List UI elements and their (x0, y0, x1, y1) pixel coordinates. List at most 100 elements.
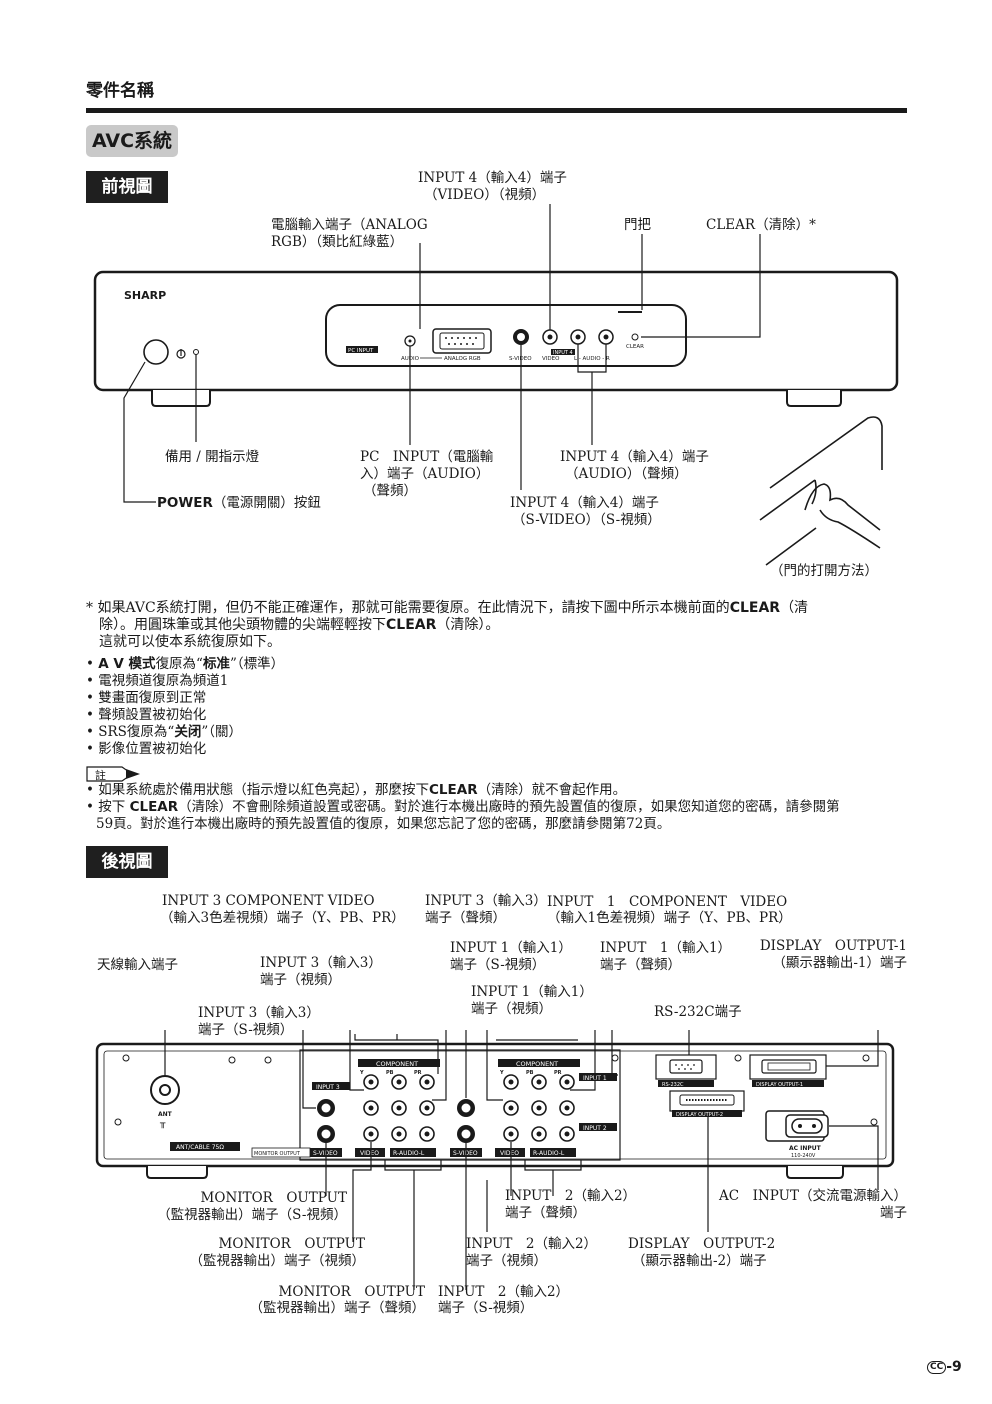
svg-text:AC INPUT: AC INPUT (789, 1145, 822, 1152)
page-number: CC-9 (927, 1359, 962, 1375)
label-pc-audio-line3: （聲頻） (363, 483, 417, 499)
page-header-title: 零件名稱 (86, 81, 154, 101)
svg-text:ANT/CABLE 75Ω: ANT/CABLE 75Ω (176, 1144, 224, 1151)
reset-bullet-list: • A V 模式復原為“标准”（標準） • 電視頻道復原為頻道1 • 雙畫面復原… (86, 656, 786, 758)
label-input4-video-line2: （VIDEO）（視頻） (424, 187, 546, 203)
label-input4-audio-line1: INPUT 4（輸入4）端子 (560, 449, 709, 465)
svg-text:PR: PR (554, 1070, 562, 1076)
label-in1-svideo-line1: INPUT 1（輸入1） (450, 940, 572, 956)
svg-text:RS-232C: RS-232C (662, 1082, 684, 1088)
svg-text:PR: PR (414, 1070, 422, 1076)
list-item: 59頁。對於進行本機出廠時的預先設置值的復原，如果您忘記了您的密碼，那麼請參閱第… (96, 816, 671, 832)
list-item: • 影像位置被初始化 (86, 741, 207, 757)
note-badge-icon: 註 (86, 766, 140, 782)
reset-note-line3: 這就可以使本系統復原如下。 (99, 634, 281, 650)
svg-text:R-AUDIO-L: R-AUDIO-L (393, 1150, 425, 1157)
label-in3-video-line2: 端子（視頻） (260, 972, 341, 988)
label-in1-component-line2: （輸入1色差視頻）端子（Y、PB、PR） (547, 910, 792, 926)
label-in2-audio-line1: INPUT 2（輸入2） (505, 1188, 637, 1204)
label-door-handle: 門把 (624, 217, 651, 233)
svg-text:PC INPUT: PC INPUT (348, 348, 374, 354)
label-in2-video-line1: INPUT 2（輸入2） (466, 1236, 598, 1252)
svg-text:PB: PB (526, 1070, 534, 1076)
label-in1-svideo-line2: 端子（S-視頻） (450, 957, 546, 973)
label-clear-button: CLEAR（清除）* (706, 217, 816, 233)
label-in3-audio-line2: 端子（聲頻） (425, 910, 506, 926)
note-list: • 如果系統處於備用狀態（指示燈以紅色亮起），那麼按下CLEAR（清除）就不會起… (86, 782, 916, 833)
label-in1-audio-line2: 端子（聲頻） (600, 957, 681, 973)
reset-notes: * 如果AVC系統打開，但仍不能正確運作，那就可能需要復原。在此情況下，請按下圖… (86, 600, 916, 651)
door-opening-illustration (759, 416, 883, 566)
front-unit-drawing: SHARP PC INPUT AUDIO ANALOG RGB INPUT 4 (93, 204, 899, 566)
list-item: • 雙畫面復原到正常 (86, 690, 207, 706)
label-monitor-audio-line1: MONITOR OUTPUT (278, 1284, 425, 1300)
label-in1-audio-line1: INPUT 1（輸入1） (600, 940, 732, 956)
label-input4-svideo-line1: INPUT 4（輸入4）端子 (510, 495, 659, 511)
label-in3-audio-line1: INPUT 3（輸入3） (425, 893, 547, 909)
svg-text:INPUT 4: INPUT 4 (553, 350, 573, 356)
label-display-output2-line1: DISPLAY OUTPUT-2 (628, 1236, 776, 1252)
label-monitor-video-line2: （監視器輸出）端子（視頻） (189, 1253, 366, 1269)
language-badge-icon: CC (927, 1361, 947, 1374)
label-in3-svideo-line2: 端子（S-視頻） (198, 1022, 294, 1038)
label-input4-svideo-line2: （S-VIDEO）（S-視頻） (512, 512, 661, 528)
label-display-output2-line2: （顯示器輸出-2）端子 (632, 1253, 767, 1269)
label-pc-rgb-line1: 電腦輸入端子（ANALOG (271, 217, 428, 233)
label-in3-component-line1: INPUT 3 COMPONENT VIDEO (162, 893, 375, 909)
label-pc-audio-line1: PC INPUT（電腦輸 (360, 449, 494, 465)
list-item: • 按下 CLEAR（清除）不會刪除頻道設置或密碼。對於進行本機出廠時的預先設置… (86, 799, 840, 815)
label-input4-video-line1: INPUT 4（輸入4）端子 (418, 170, 567, 186)
label-monitor-audio-line2: （監視器輸出）端子（聲頻） (249, 1300, 426, 1316)
svg-text:L - AUDIO - R: L - AUDIO - R (574, 356, 610, 362)
svg-text:ANALOG RGB: ANALOG RGB (444, 356, 481, 362)
label-door-caption: （門的打開方法） (770, 563, 878, 579)
label-power-button: POWER（電源開關）按鈕 (157, 495, 321, 511)
svg-text:MONITOR OUTPUT: MONITOR OUTPUT (254, 1151, 301, 1157)
label-display-output1-line2: （顯示器輸出-1）端子 (772, 955, 907, 971)
label-in2-video-line2: 端子（視頻） (466, 1253, 547, 1269)
list-item: • SRS復原為“关闭”（關） (86, 724, 242, 740)
label-monitor-svideo-line2: （監視器輸出）端子（S-視頻） (157, 1207, 347, 1223)
sharp-logo: SHARP (124, 289, 166, 302)
svg-text:VIDEO: VIDEO (542, 356, 560, 362)
svg-text:R-AUDIO-L: R-AUDIO-L (533, 1150, 565, 1157)
list-item: • 如果系統處於備用狀態（指示燈以紅色亮起），那麼按下CLEAR（清除）就不會起… (86, 782, 627, 798)
svg-text:註: 註 (95, 769, 106, 782)
list-item: • A V 模式復原為“标准”（標準） (86, 656, 285, 672)
svg-text:110-240V: 110-240V (791, 1153, 816, 1159)
svg-text:VIDEO: VIDEO (360, 1150, 379, 1157)
label-pc-audio-line2: 入）端子（AUDIO） (360, 466, 490, 482)
label-standby-indicator: 備用 / 開指示燈 (165, 449, 260, 465)
rear-leader-lines (325, 1180, 879, 1290)
reset-note-line1: * 如果AVC系統打開，但仍不能正確運作，那就可能需要復原。在此情況下，請按下圖… (86, 600, 809, 616)
label-in3-video-line1: INPUT 3（輸入3） (260, 955, 382, 971)
label-in1-component-line1: INPUT 1 COMPONENT VIDEO (547, 894, 788, 910)
label-monitor-video-line1: MONITOR OUTPUT (218, 1236, 365, 1252)
svg-text:INPUT 3: INPUT 3 (316, 1084, 340, 1091)
label-in3-svideo-line1: INPUT 3（輸入3） (198, 1005, 320, 1021)
svg-text:ANT: ANT (158, 1111, 173, 1118)
label-ac-input-line2: 端子 (880, 1205, 907, 1221)
label-input4-audio-line2: （AUDIO）（聲頻） (565, 466, 688, 482)
label-pc-rgb-line2: RGB）（類比紅綠藍） (271, 234, 404, 250)
rear-view-heading: 後視圖 (86, 846, 168, 878)
svg-text:COMPONENT: COMPONENT (376, 1060, 418, 1068)
label-monitor-svideo-line1: MONITOR OUTPUT (200, 1190, 347, 1206)
label-in2-svideo-line1: INPUT 2（輸入2） (438, 1284, 570, 1300)
svg-text:DISPLAY OUTPUT-2: DISPLAY OUTPUT-2 (676, 1112, 723, 1118)
svg-text:Y: Y (359, 1070, 364, 1076)
svg-text:PB: PB (386, 1070, 394, 1076)
svg-text:VIDEO: VIDEO (500, 1150, 519, 1157)
label-in2-audio-line2: 端子（聲頻） (505, 1205, 586, 1221)
avc-system-badge: AVC系統 (86, 125, 178, 157)
label-in2-svideo-line2: 端子（S-視頻） (438, 1300, 534, 1316)
svg-text:INPUT 2: INPUT 2 (583, 1125, 607, 1132)
header-rule (86, 108, 907, 113)
label-display-output1-line1: DISPLAY OUTPUT-1 (759, 938, 907, 954)
label-rs232c: RS-232C端子 (654, 1004, 742, 1020)
reset-note-line2: 除）。用圓珠筆或其他尖頭物體的尖端輕輕按下CLEAR（清除）。 (99, 617, 500, 633)
list-item: • 電視頻道復原為頻道1 (86, 673, 229, 689)
list-item: • 聲頻設置被初始化 (86, 707, 207, 723)
label-ac-input-line1: AC INPUT（交流電源輸入） (719, 1188, 907, 1204)
svg-text:Y: Y (499, 1070, 504, 1076)
